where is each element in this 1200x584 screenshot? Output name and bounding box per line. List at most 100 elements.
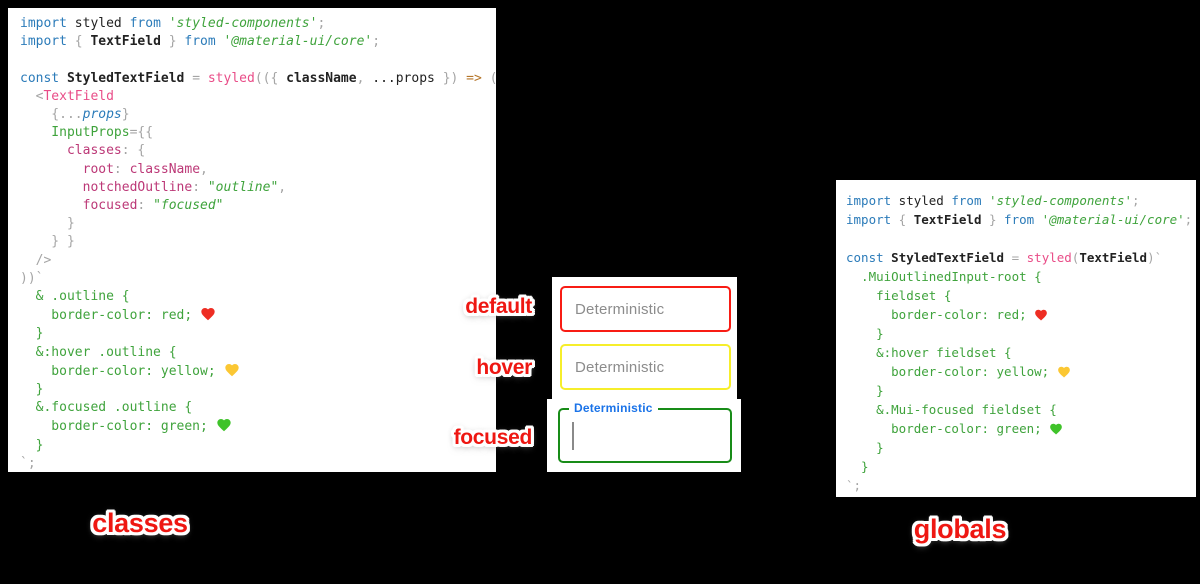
- code-token: &:hover .outline {: [20, 344, 177, 360]
- code-token: border-color: yellow;: [846, 364, 1057, 379]
- code-token: TextField: [1079, 250, 1148, 265]
- code-line: }: [846, 381, 1196, 400]
- code-token: : {: [121, 143, 146, 159]
- code-token: border-color: green;: [20, 419, 216, 435]
- code-line: classes: {: [20, 142, 496, 160]
- code-token: border-color: yellow;: [20, 363, 224, 379]
- textfield-hover-placeholder: Deterministic: [575, 358, 665, 376]
- code-token: ;: [1184, 212, 1193, 227]
- code-token: =: [184, 70, 208, 86]
- classes-code-block: import styled from 'styled-components';i…: [8, 8, 496, 472]
- code-line: `;: [20, 455, 496, 472]
- heart-red-icon: [1035, 309, 1047, 321]
- code-token: styled: [66, 16, 130, 31]
- code-token: <: [20, 88, 44, 104]
- textfield-default[interactable]: Deterministic: [560, 286, 731, 332]
- textfield-hover[interactable]: Deterministic: [560, 344, 731, 390]
- code-line: fieldset {: [846, 286, 1196, 305]
- code-token: :: [113, 161, 130, 177]
- code-line: import styled from 'styled-components';: [846, 191, 1196, 210]
- label-default: default: [465, 295, 532, 318]
- code-line: &:hover .outline {: [20, 344, 496, 362]
- code-token: (: [490, 71, 496, 86]
- code-line: import styled from 'styled-components';: [20, 15, 496, 33]
- code-token: TextField: [90, 34, 161, 50]
- textfield-focused[interactable]: Deterministic: [558, 401, 732, 463]
- code-token: }: [20, 326, 44, 342]
- code-token: styled: [207, 70, 255, 86]
- code-token: props: [82, 107, 122, 123]
- textfield-default-placeholder: Deterministic: [575, 300, 665, 318]
- code-line: border-color: red;: [20, 306, 496, 325]
- code-line: }: [846, 457, 1196, 476]
- label-hover: hover: [476, 356, 532, 379]
- heart-yellow-icon: [1057, 366, 1070, 378]
- code-token: ,: [356, 70, 373, 86]
- code-token: .MuiOutlinedInput-root {: [846, 269, 1042, 284]
- code-token: {: [66, 34, 91, 50]
- code-token: StyledTextField: [891, 250, 1005, 265]
- caption-globals: globals: [913, 514, 1007, 544]
- classes-code-panel: import styled from 'styled-components';i…: [8, 8, 496, 472]
- code-token: from: [951, 193, 982, 208]
- code-token: ))`: [20, 270, 44, 286]
- code-token: }: [160, 34, 185, 50]
- heart-yellow-icon: [224, 363, 239, 377]
- code-token: import: [846, 212, 892, 227]
- code-token: }: [981, 212, 1005, 227]
- code-token: &.Mui-focused fieldset {: [846, 402, 1057, 417]
- code-line: border-color: yellow;: [846, 362, 1196, 381]
- code-token: from: [129, 16, 161, 31]
- code-token: from: [1004, 212, 1035, 227]
- code-token: ;: [1132, 193, 1140, 208]
- code-token: fieldset {: [846, 288, 952, 303]
- code-token: classes: [20, 143, 122, 159]
- code-token: border-color: red;: [20, 308, 201, 324]
- globals-code-panel: import styled from 'styled-components'; i…: [836, 180, 1196, 497]
- code-token: }: [20, 216, 75, 232]
- code-line: border-color: red;: [846, 305, 1196, 324]
- code-line: [20, 51, 496, 69]
- code-line: &:hover fieldset {: [846, 343, 1196, 362]
- code-token: root: [20, 161, 114, 177]
- code-token: ={{: [129, 125, 154, 141]
- code-line: } }: [20, 233, 496, 251]
- code-line: border-color: green;: [846, 419, 1196, 438]
- code-line: }: [20, 325, 496, 343]
- code-token: =>: [458, 70, 490, 86]
- code-token: const: [846, 250, 884, 265]
- caption-classes: classes: [92, 508, 188, 538]
- code-token: `;: [846, 478, 862, 493]
- code-token: notchedOutline: [20, 179, 193, 195]
- code-token: {...: [20, 107, 83, 123]
- code-line: <TextField: [20, 88, 496, 106]
- heart-red-icon: [201, 308, 215, 321]
- code-line: border-color: green;: [20, 417, 496, 436]
- code-token: ;: [372, 34, 381, 50]
- code-line: notchedOutline: "outline",: [20, 179, 496, 197]
- code-token: '@material-ui/core': [1034, 212, 1185, 227]
- code-token: styled: [891, 193, 952, 208]
- code-token: ...props: [372, 70, 435, 86]
- code-token: =: [1004, 250, 1027, 265]
- globals-code-block: import styled from 'styled-components'; i…: [836, 180, 1196, 495]
- code-line: [846, 229, 1196, 248]
- code-token: border-color: red;: [846, 307, 1035, 322]
- code-line: }: [846, 438, 1196, 457]
- code-token: & .outline {: [20, 289, 130, 305]
- heart-green-icon: [217, 419, 231, 432]
- code-token: "outline": [207, 179, 279, 195]
- text-cursor-icon: [572, 422, 574, 450]
- code-line: import { TextField } from '@material-ui/…: [20, 33, 496, 51]
- code-token: const: [20, 70, 60, 86]
- code-line: />: [20, 252, 496, 270]
- code-token: ;: [317, 16, 326, 31]
- code-token: &:hover fieldset {: [846, 345, 1012, 360]
- code-line: &.Mui-focused fieldset {: [846, 400, 1196, 419]
- code-token: ,: [200, 161, 208, 177]
- code-token: 'styled-components': [160, 16, 318, 31]
- code-line: const StyledTextField = styled(TextField…: [846, 248, 1196, 267]
- code-token: border-color: green;: [846, 421, 1050, 436]
- code-token: :: [192, 179, 208, 195]
